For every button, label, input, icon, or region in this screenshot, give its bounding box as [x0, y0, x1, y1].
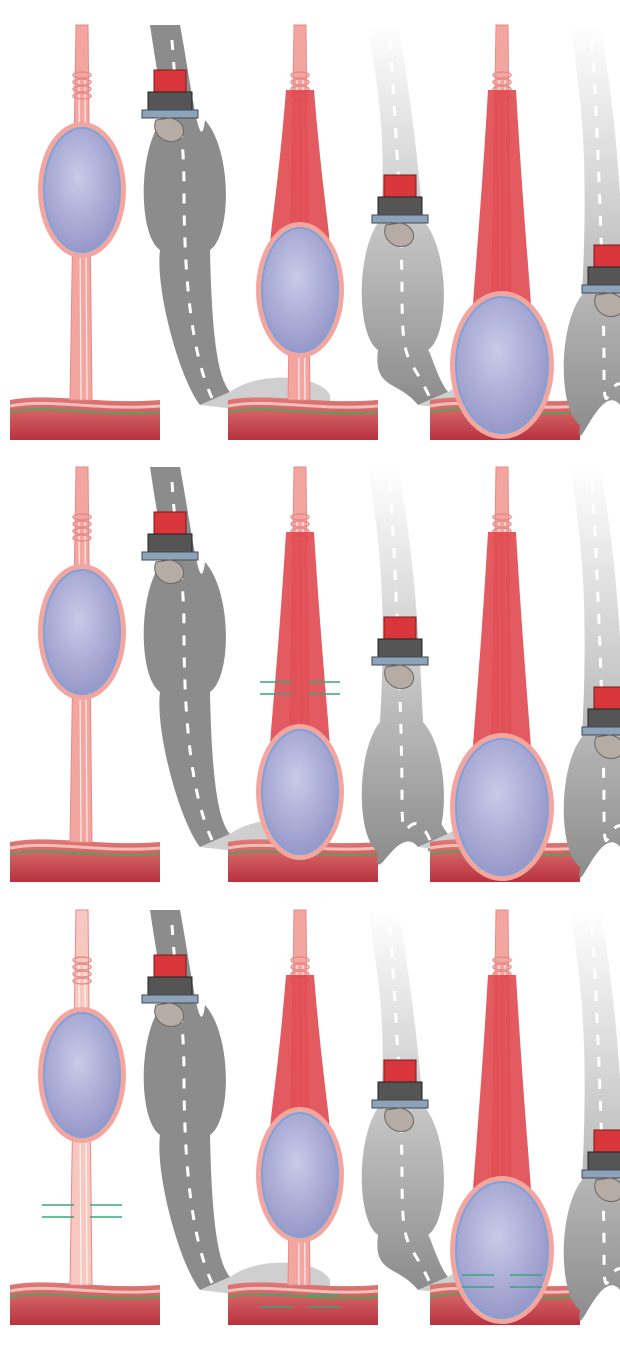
truck-tracks [378, 1082, 422, 1100]
contracted-muscle [472, 532, 532, 767]
truck-blade [372, 1100, 428, 1108]
bolus [456, 297, 548, 433]
contracted-muscle [472, 975, 532, 1210]
bolus [44, 1013, 120, 1137]
contracted-muscle [270, 532, 330, 752]
truck-cab [384, 1060, 416, 1082]
panel-r2-c3 [430, 467, 620, 882]
truck-cab [594, 1130, 620, 1152]
truck-blade [582, 285, 620, 293]
truck-blade [582, 1170, 620, 1178]
truck-blade [372, 215, 428, 223]
bolus [262, 1113, 338, 1237]
truck-cab [384, 175, 416, 197]
bolus [456, 1182, 548, 1318]
road [564, 467, 620, 878]
bolus [44, 570, 120, 694]
truck-tracks [378, 639, 422, 657]
truck-blade [372, 657, 428, 665]
road [564, 910, 620, 1321]
truck-cab [384, 617, 416, 639]
bolus [262, 730, 338, 854]
bolus [262, 228, 338, 352]
truck-tracks [148, 534, 192, 552]
truck-tracks [588, 709, 620, 727]
truck-tracks [148, 977, 192, 995]
truck-blade [582, 727, 620, 735]
truck-blade [142, 110, 198, 118]
panel-r3-c3 [430, 910, 620, 1325]
truck-tracks [588, 267, 620, 285]
contracted-muscle [472, 90, 532, 325]
truck-cab [594, 687, 620, 709]
bolus [44, 128, 120, 252]
truck-cab [594, 245, 620, 267]
bolus [456, 739, 548, 875]
panel-r1-c3 [430, 25, 620, 440]
road [564, 25, 620, 436]
truck-cab [154, 70, 186, 92]
truck-tracks [588, 1152, 620, 1170]
truck-tracks [148, 92, 192, 110]
truck-tracks [378, 197, 422, 215]
truck-blade [142, 995, 198, 1003]
truck-cab [154, 512, 186, 534]
truck-cab [154, 955, 186, 977]
truck-blade [142, 552, 198, 560]
